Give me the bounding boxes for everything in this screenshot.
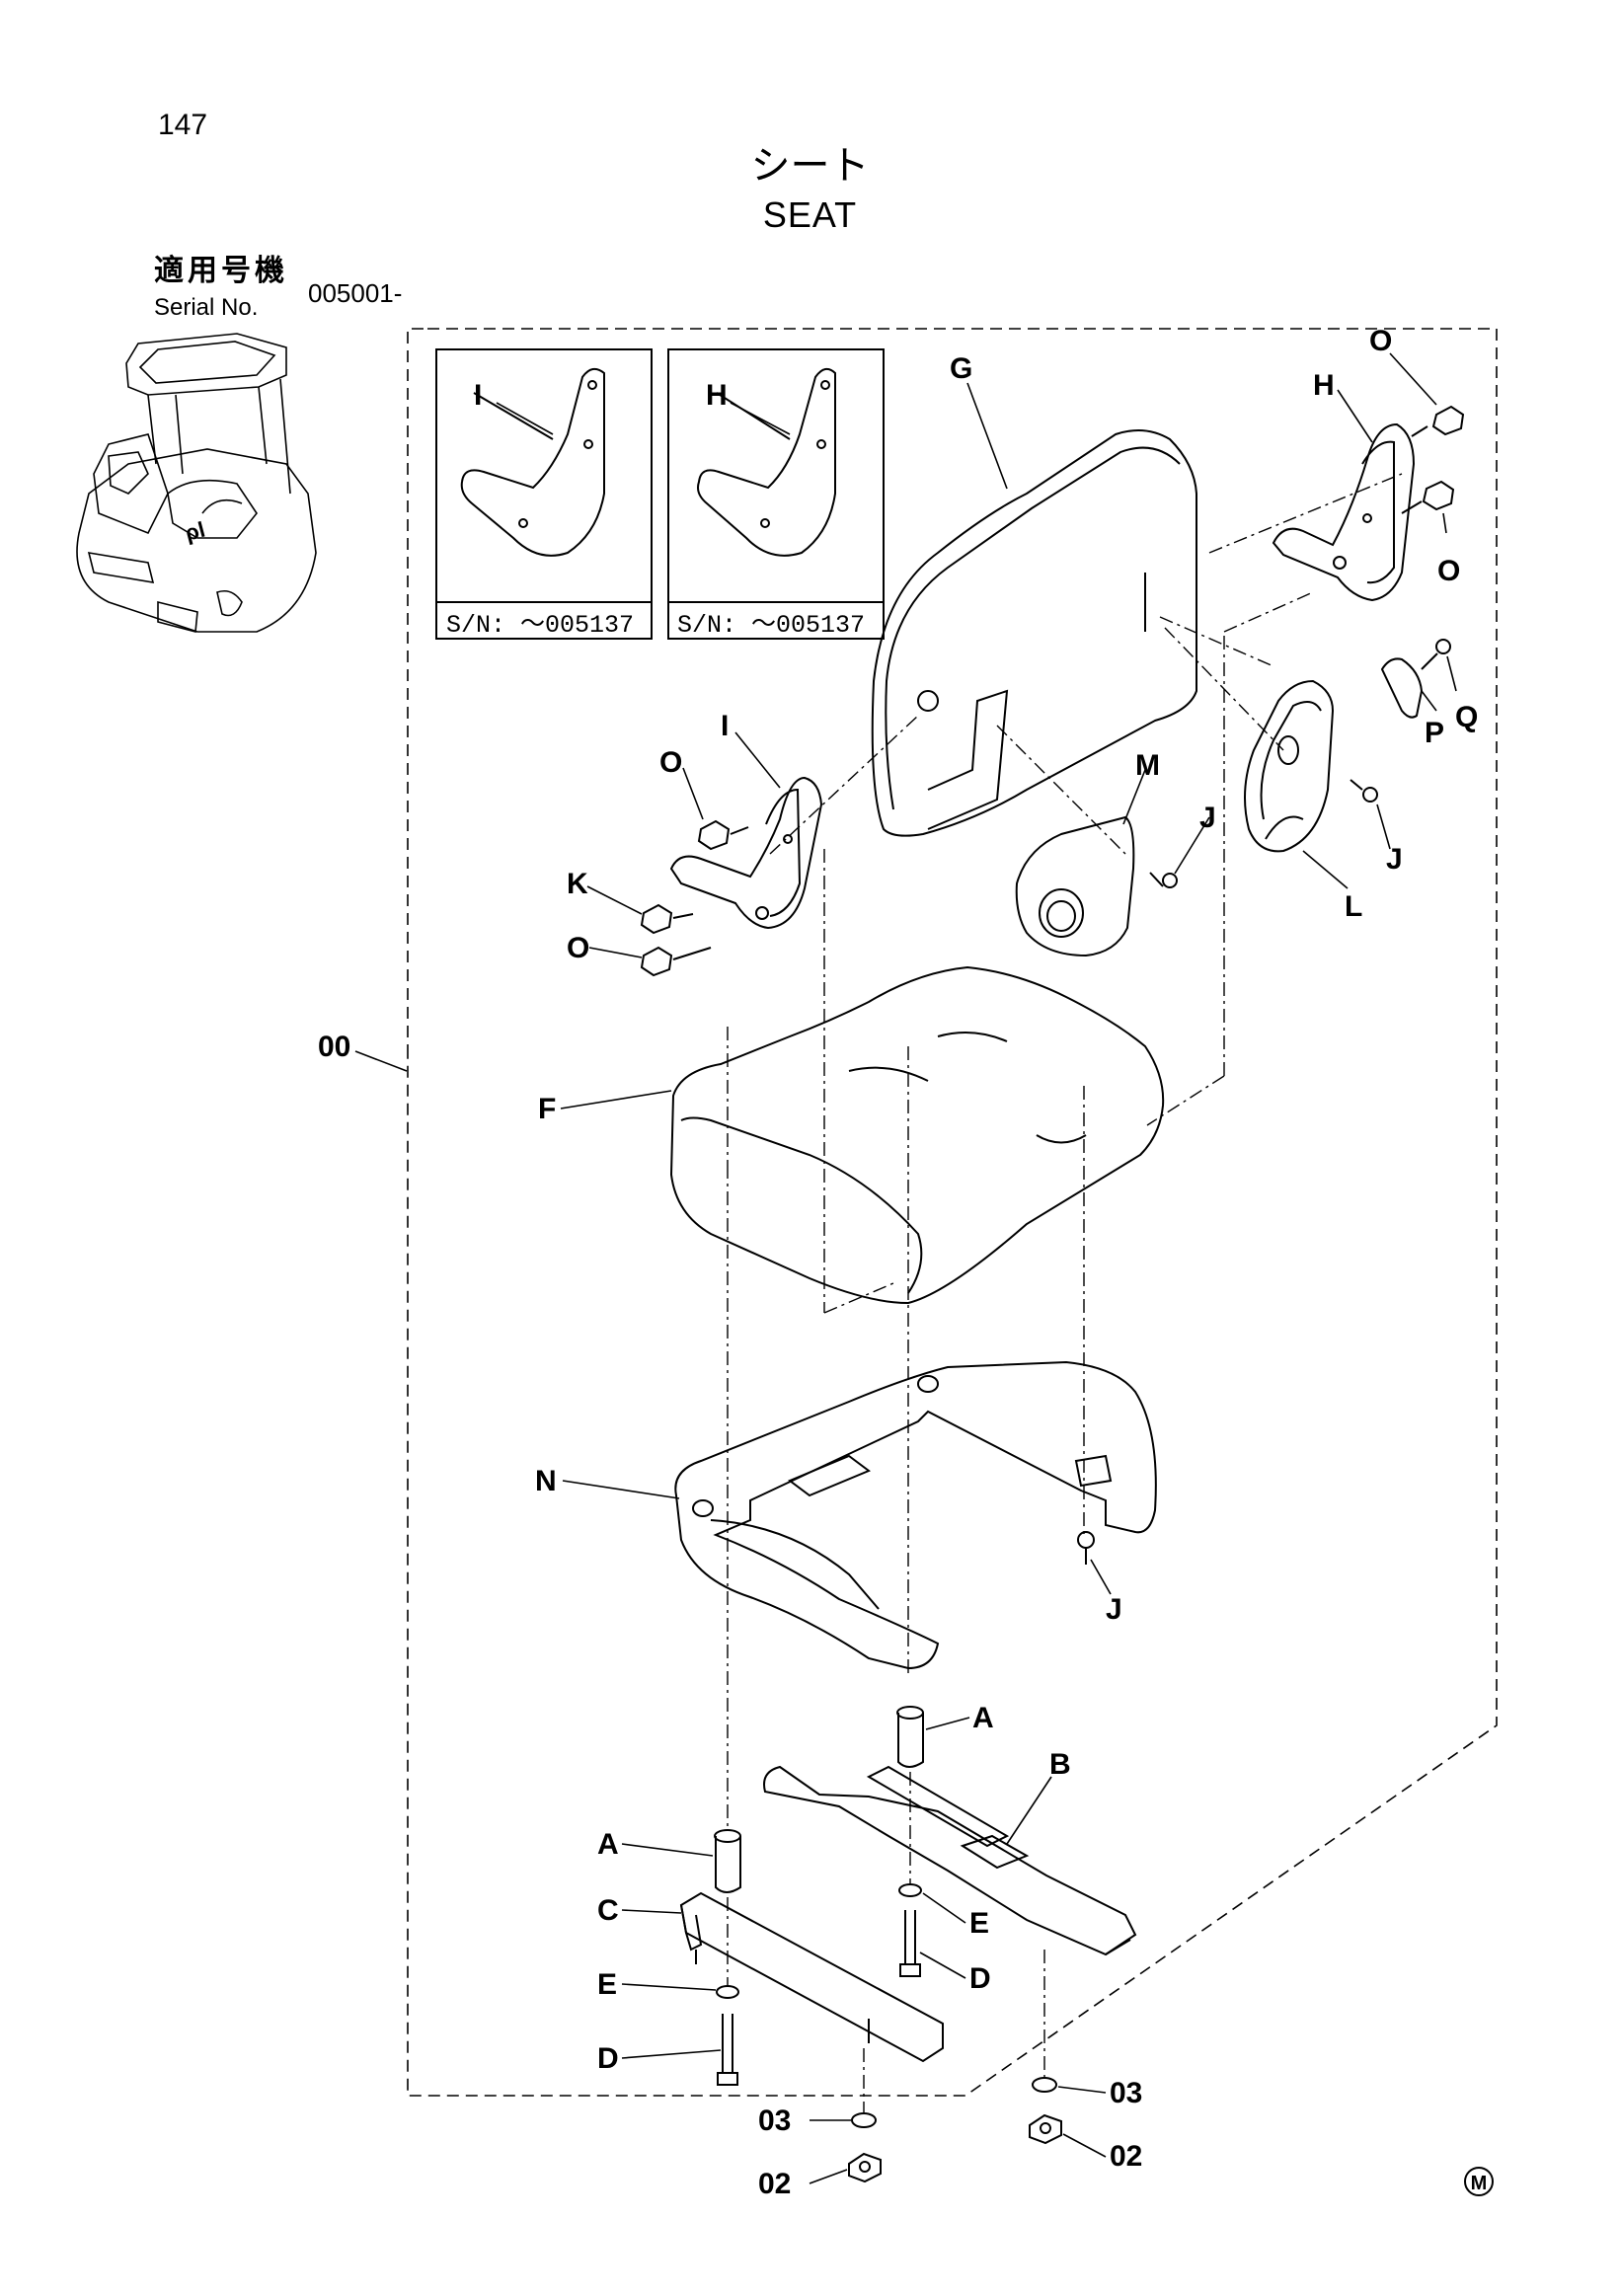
callout-d-2: D — [969, 1962, 991, 1995]
callout-03-2: 03 — [1110, 2077, 1142, 2109]
seat-cushion — [669, 965, 1165, 1305]
callout-o-2: O — [1437, 555, 1460, 587]
screw-j-3 — [1077, 1531, 1095, 1565]
callout-a-1: A — [597, 1828, 619, 1861]
bracket-i — [669, 776, 823, 930]
screw-q — [1421, 639, 1451, 670]
callout-e-1: E — [597, 1968, 617, 2001]
callout-a-2: A — [972, 1702, 994, 1734]
alignment-lines — [727, 473, 1403, 2112]
washer-e-2 — [898, 1883, 922, 1897]
serial-label-english: Serial No. — [154, 294, 259, 321]
seat-back — [871, 429, 1197, 837]
spacer-a-2 — [896, 1706, 924, 1768]
callout-q: Q — [1455, 701, 1478, 733]
callout-m: M — [1135, 749, 1160, 782]
callout-f: F — [538, 1093, 556, 1125]
nut-02-1 — [848, 2152, 882, 2183]
bolt-o-1 — [1411, 405, 1465, 437]
callout-n: N — [535, 1465, 557, 1497]
page-number: 147 — [158, 109, 208, 141]
inset-right-sn: S/N: ～005137 — [677, 611, 865, 640]
callout-02-1: 02 — [758, 2168, 791, 2200]
callout-03-1: 03 — [758, 2105, 791, 2137]
nut-02-2 — [1029, 2113, 1062, 2145]
callout-o-3: O — [659, 746, 682, 779]
callout-o-4: O — [567, 932, 589, 964]
inset-box-right — [667, 348, 885, 640]
inset-left-part-label: I — [474, 379, 482, 412]
inset-right-leader — [730, 402, 791, 435]
callout-k: K — [567, 868, 588, 900]
serial-label-japanese: 適用号機 — [154, 255, 288, 287]
armrest-m — [1015, 815, 1135, 957]
assembly-boundary-left — [407, 328, 427, 1056]
inset-left-sn: S/N: ～005137 — [446, 611, 634, 640]
callout-h: H — [1313, 369, 1335, 402]
callout-j-1: J — [1199, 802, 1216, 834]
washer-03-1 — [851, 2112, 877, 2128]
armrest-l — [1244, 679, 1335, 853]
seat-rail-c — [679, 1891, 944, 2063]
callout-b: B — [1049, 1748, 1071, 1781]
callout-02-2: 02 — [1110, 2140, 1142, 2173]
callout-p: P — [1425, 717, 1444, 749]
seat-rail-b — [763, 1765, 1137, 1956]
bracket-h — [1272, 422, 1416, 602]
inset-left-leader — [496, 402, 554, 435]
washer-e-1 — [716, 1985, 739, 1999]
footer-mark: M — [1464, 2167, 1494, 2196]
machine-thumbnail: ρl — [76, 333, 317, 634]
bolt-o-4 — [640, 946, 712, 977]
screw-j-2 — [1350, 779, 1378, 803]
bolt-o-2 — [1401, 480, 1455, 514]
inset-right-part-label: H — [706, 379, 728, 412]
seat-pan — [674, 1360, 1157, 1670]
callout-l: L — [1345, 890, 1362, 923]
title-japanese: シート — [750, 144, 870, 188]
inset-left-bracket — [460, 367, 605, 557]
callout-c: C — [597, 1894, 619, 1927]
inset-box-left — [435, 348, 653, 640]
svg-text:ρl: ρl — [183, 517, 208, 546]
serial-value: 005001- — [308, 278, 403, 308]
bolt-d-2 — [899, 1910, 921, 1977]
bolt-k — [640, 903, 694, 935]
lever-p — [1380, 657, 1424, 719]
inset-right-bracket — [697, 367, 836, 557]
svg-text:M: M — [1471, 2173, 1488, 2194]
callout-e-2: E — [969, 1907, 989, 1940]
callout-o-1: O — [1369, 325, 1392, 357]
callout-j-3: J — [1106, 1593, 1122, 1626]
bolt-d-1 — [717, 2014, 738, 2086]
callout-g: G — [950, 352, 972, 385]
assembly-label: 00 — [318, 1031, 350, 1063]
assembly-boundary — [407, 328, 1498, 2097]
callout-i: I — [721, 710, 729, 742]
callout-labels: G H O O P Q I O K O M J J L F N J A B A … — [318, 325, 1478, 2200]
screw-j-1 — [1149, 872, 1178, 888]
washer-03-2 — [1032, 2077, 1057, 2093]
spacer-a-1 — [714, 1829, 741, 1893]
bolt-o-3 — [697, 819, 749, 851]
leader-lines — [354, 352, 1457, 2184]
callout-d-1: D — [597, 2042, 619, 2075]
callout-j-2: J — [1386, 843, 1403, 876]
title-english: SEAT — [762, 194, 858, 235]
